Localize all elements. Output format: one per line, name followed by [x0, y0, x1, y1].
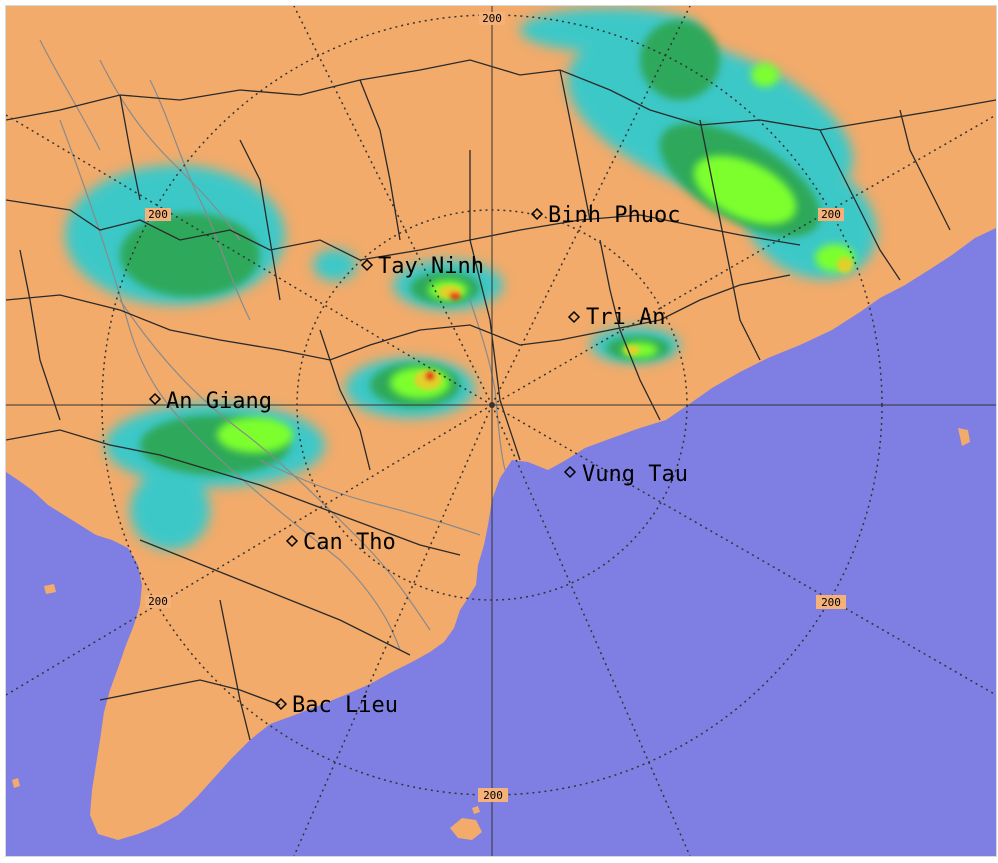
islands	[12, 428, 970, 840]
city-an-giang: An Giang	[148, 389, 272, 414]
svg-text:200: 200	[482, 12, 502, 25]
range-label: 200	[479, 12, 505, 25]
svg-text:200: 200	[483, 789, 503, 802]
city-bac-lieu: Bac Lieu	[274, 693, 398, 718]
diamond-marker-icon	[148, 392, 162, 406]
province-borders	[6, 59, 996, 741]
city-label: Binh Phuoc	[548, 203, 680, 228]
city-label: Vung Tau	[582, 462, 688, 487]
range-rings	[6, 6, 996, 856]
city-label: Tri An	[586, 305, 665, 330]
svg-text:200: 200	[821, 596, 841, 609]
city-label: An Giang	[166, 389, 272, 414]
city-label: Bac Lieu	[292, 693, 398, 718]
diamond-marker-icon	[360, 258, 374, 272]
diamond-marker-icon	[530, 207, 544, 221]
city-tri-an: Tri An	[567, 305, 665, 330]
crosshair-icon	[489, 402, 495, 408]
city-vung-tau: Vung Tau	[563, 462, 688, 487]
range-label: 200	[478, 788, 508, 802]
svg-text:200: 200	[148, 208, 168, 221]
range-label: 200	[145, 208, 171, 221]
diamond-marker-icon	[285, 534, 299, 548]
svg-text:200: 200	[148, 595, 168, 608]
map-border	[5, 5, 997, 857]
city-markers: Tay Ninh Binh Phuoc Tri An An Giang Vung…	[148, 203, 688, 718]
range-label: 200	[818, 208, 844, 221]
city-label: Can Tho	[303, 530, 396, 555]
range-label: 200	[816, 595, 846, 609]
range-labels: 200 200 200 200 200 200	[145, 12, 846, 802]
city-label: Tay Ninh	[378, 254, 484, 279]
svg-text:200: 200	[821, 208, 841, 221]
city-can-tho: Can Tho	[285, 530, 396, 555]
rivers	[39, 39, 506, 651]
city-binh-phuoc: Binh Phuoc	[530, 203, 680, 228]
city-tay-ninh: Tay Ninh	[360, 254, 484, 279]
radar-echoes	[65, 8, 877, 550]
diamond-marker-icon	[567, 310, 581, 324]
diamond-marker-icon	[274, 697, 288, 711]
diamond-marker-icon	[563, 465, 577, 479]
range-label: 200	[145, 595, 171, 608]
